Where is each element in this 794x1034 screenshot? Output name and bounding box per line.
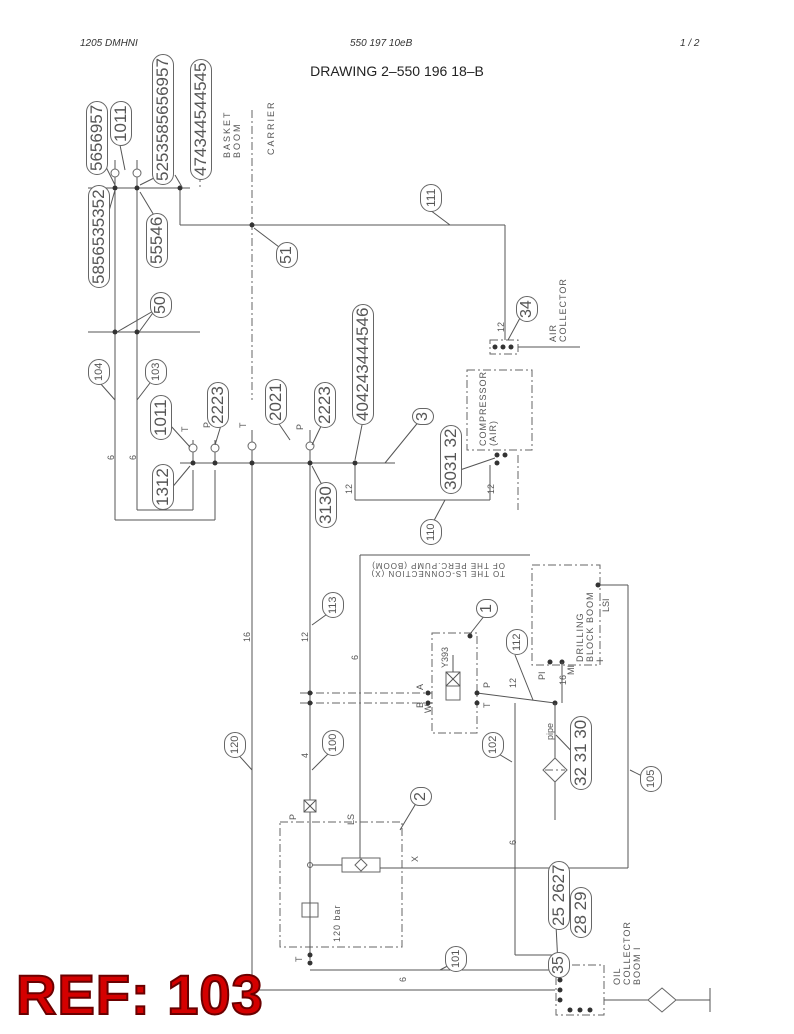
callout: 32 31 30 <box>570 715 592 790</box>
callout: 1011 <box>110 101 132 146</box>
callout: 2021 <box>265 379 287 425</box>
compressor-box <box>466 369 533 451</box>
callout: 112 <box>506 629 528 655</box>
port-label: LS <box>346 813 356 825</box>
port-label: T <box>482 702 492 709</box>
callout: 101 <box>445 945 467 972</box>
callout: 3031 32 <box>440 424 462 494</box>
valve-code-label: Y393 <box>440 646 450 668</box>
filter-symbol <box>542 757 568 783</box>
header-doc-code: 1205 DMHNI <box>80 38 138 49</box>
carrier-label: CARRIER <box>266 100 276 155</box>
callout: 1312 <box>152 464 174 510</box>
port-label: LSI <box>601 598 611 612</box>
port-label: MI <box>566 665 576 675</box>
pipe-size: 12 <box>486 483 496 494</box>
pipe-size: 6 <box>128 454 138 460</box>
pipe-size: 12 <box>508 677 518 688</box>
drilling-block-box <box>531 564 601 666</box>
callout: 474344544545 <box>190 58 212 180</box>
callout: 105 <box>640 765 662 792</box>
pipe-size: 6 <box>350 654 360 660</box>
port-label: T <box>238 422 248 429</box>
drawing-title: DRAWING 2–550 196 18–B <box>310 63 484 79</box>
relief-pressure-label: 120 bar <box>332 904 342 942</box>
port-label: X <box>410 855 420 862</box>
callout: 1011 <box>150 395 172 440</box>
callout: 120 <box>224 731 246 758</box>
ls-connection-label-2: OF THE PERC.PUMP (BOOM) <box>371 561 505 570</box>
callout: 104 <box>88 358 110 385</box>
callout: 5253585656957 <box>152 54 174 185</box>
port-label: A <box>415 683 425 690</box>
callout: 55546 <box>146 212 168 268</box>
port-label: T <box>294 956 304 963</box>
pipe-size: 12 <box>344 483 354 494</box>
basket-boom-label: BASKET BOOM <box>222 110 242 158</box>
callout: 3130 <box>315 482 337 528</box>
check-valve-symbol <box>110 168 120 178</box>
port-label: P <box>482 681 492 688</box>
air-collector-label: AIR COLLECTOR <box>548 278 568 342</box>
pipe-size: 16 <box>242 631 252 642</box>
callout: 111 <box>420 183 442 212</box>
callout: 113 <box>322 592 344 618</box>
check-valve-symbol <box>247 441 257 451</box>
callout: 35 <box>548 952 570 978</box>
callout: 2223 <box>207 382 229 428</box>
port-label: T <box>180 426 190 433</box>
callout: 5856535352 <box>88 185 110 288</box>
callout: 1 <box>476 599 498 618</box>
port-label: P <box>288 813 298 820</box>
ref-stamp: REF: 103 <box>15 962 264 1027</box>
callout: 3 <box>412 408 434 425</box>
check-valve-symbol <box>188 443 198 453</box>
ls-connection-label-1: TO THE LS-CONNECTION (X) <box>370 569 505 578</box>
callout: 103 <box>145 358 167 385</box>
pipe-size: 12 <box>496 321 506 332</box>
callout: 50 <box>150 292 172 318</box>
callout: 102 <box>482 731 504 758</box>
callout: 25 2627 <box>548 860 570 930</box>
port-label: W <box>423 704 433 714</box>
port-label: PI <box>537 671 547 680</box>
pipe-size: 6 <box>106 454 116 460</box>
callout: 110 <box>420 519 442 545</box>
callout: 100 <box>322 729 344 756</box>
pipe-size: 16 <box>558 674 568 685</box>
pipe-size: 6 <box>508 839 518 845</box>
check-valve-symbol <box>210 443 220 453</box>
header-page-number: 1 / 2 <box>680 38 700 49</box>
header-part-number: 550 197 10eB <box>350 38 413 49</box>
directional-valve-box <box>431 632 478 734</box>
callout: 51 <box>276 242 298 268</box>
callout: 28 29 <box>570 887 592 938</box>
callout: 5656957 <box>86 100 108 175</box>
oil-filter-symbol <box>647 987 677 1013</box>
pipe-size: 12 <box>300 631 310 642</box>
oil-collector-block <box>555 964 605 1016</box>
pipe-size: 4 <box>300 752 310 758</box>
compressor-label: COMPRESSOR (AIR) <box>478 370 498 446</box>
callout: 34 <box>516 296 538 322</box>
pipe-label: pipe <box>545 722 555 740</box>
oil-collector-label: OIL COLLECTOR BOOM I <box>612 921 642 985</box>
port-label: P <box>295 423 305 430</box>
callout: 2 <box>410 787 432 806</box>
callout: 404243444546 <box>352 303 374 425</box>
pump-unit-box <box>279 821 403 948</box>
pipe-size: 6 <box>398 976 408 982</box>
callout: 2223 <box>314 382 336 428</box>
check-valve-symbol <box>132 168 142 178</box>
